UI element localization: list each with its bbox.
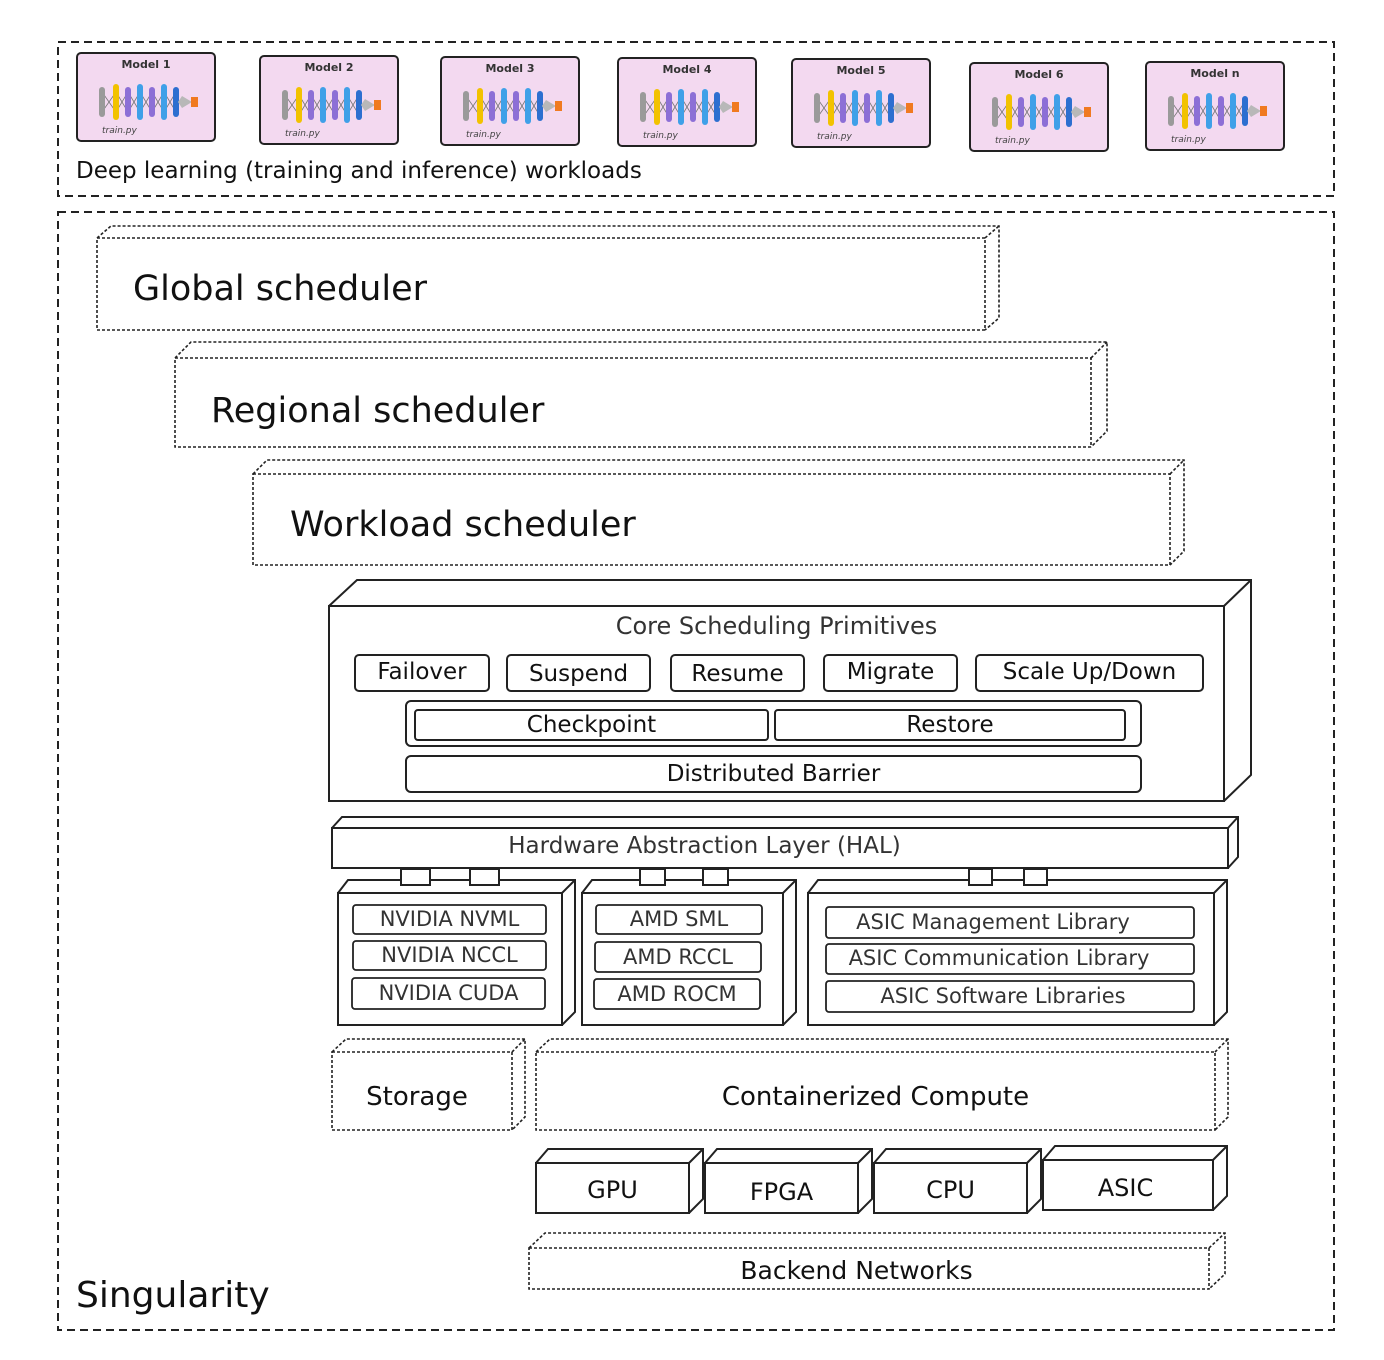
device-gpu: GPU	[587, 1176, 638, 1204]
barrier-frame	[405, 755, 1142, 793]
barrier-label: Distributed Barrier	[666, 761, 881, 787]
neural-network-icon	[969, 62, 1109, 152]
primitive-scale: Scale Up/Down	[1002, 659, 1177, 685]
nvidia-nvml: NVIDIA NVML	[379, 907, 520, 931]
amd-box	[581, 879, 797, 1026]
gpu-box	[535, 1148, 704, 1214]
hal-connectors	[400, 868, 1048, 886]
asic-communication-library: ASIC Communication Library	[848, 946, 1150, 970]
compute-box	[535, 1038, 1229, 1131]
model-file: train.py	[1171, 135, 1206, 145]
fpga-box	[704, 1148, 873, 1214]
restore-frame	[774, 709, 1126, 741]
workloads-label: Deep learning (training and inference) w…	[76, 158, 642, 184]
workload-scheduler-label: Workload scheduler	[290, 505, 636, 545]
model-name: Model 3	[485, 62, 535, 75]
model-card: Model 1 train.py	[76, 52, 216, 142]
neural-network-icon	[617, 57, 757, 147]
global-scheduler-box	[96, 225, 1000, 331]
model-card: Model 3 train.py	[440, 56, 580, 146]
primitive-suspend: Suspend	[528, 661, 629, 687]
model-name: Model 2	[304, 61, 354, 74]
model-card: Model 5 train.py	[791, 58, 931, 148]
networks-label: Backend Networks	[740, 1256, 973, 1285]
model-file: train.py	[817, 132, 852, 142]
device-asic: ASIC	[1097, 1174, 1154, 1202]
restore-label: Restore	[906, 712, 994, 738]
nvidia-cuda: NVIDIA CUDA	[378, 981, 519, 1005]
workload-scheduler-box	[252, 459, 1185, 566]
storage-box	[331, 1038, 526, 1131]
model-name: Model 1	[121, 58, 171, 71]
singularity-container	[57, 211, 1335, 1331]
storage-label: Storage	[366, 1082, 468, 1112]
model-name: Model 4	[662, 63, 712, 76]
primitive-failover: Failover	[377, 659, 467, 685]
networks-box	[528, 1232, 1226, 1290]
cpu-box	[873, 1148, 1042, 1214]
neural-network-icon	[76, 52, 216, 142]
neural-network-icon	[791, 58, 931, 148]
model-file: train.py	[995, 136, 1030, 146]
hal-box	[331, 816, 1239, 869]
asic-device-box	[1042, 1145, 1228, 1211]
checkpoint-restore-group	[405, 700, 1142, 747]
primitives-box	[328, 579, 1252, 802]
asic-software-libraries: ASIC Software Libraries	[880, 984, 1126, 1008]
nvidia-nccl: NVIDIA NCCL	[381, 943, 518, 967]
hal-label: Hardware Abstraction Layer (HAL)	[508, 833, 901, 859]
system-name: Singularity	[76, 1275, 270, 1316]
asic-management-library: ASIC Management Library	[856, 910, 1130, 934]
amd-sml: AMD SML	[629, 907, 729, 931]
checkpoint-frame	[414, 709, 769, 741]
primitive-resume: Resume	[691, 661, 784, 687]
primitive-migrate: Migrate	[846, 659, 935, 685]
amd-rocm: AMD ROCM	[617, 982, 737, 1006]
amd-rccl: AMD RCCL	[623, 945, 733, 969]
regional-scheduler-box	[174, 341, 1108, 448]
neural-network-icon	[259, 55, 399, 145]
nvidia-box	[337, 879, 576, 1026]
regional-scheduler-label: Regional scheduler	[211, 391, 545, 431]
model-card: Model n train.py	[1145, 61, 1285, 151]
model-card: Model 4 train.py	[617, 57, 757, 147]
model-file: train.py	[466, 130, 501, 140]
neural-network-icon	[1145, 61, 1285, 151]
model-file: train.py	[102, 126, 137, 136]
device-cpu: CPU	[926, 1176, 975, 1204]
vendor-library-frames	[351, 904, 1195, 1013]
primitive-buttons	[354, 654, 1204, 692]
workloads-container	[57, 41, 1335, 197]
primitives-title: Core Scheduling Primitives	[615, 612, 938, 640]
neural-network-icon	[440, 56, 580, 146]
model-card: Model 2 train.py	[259, 55, 399, 145]
model-name: Model n	[1190, 67, 1240, 80]
global-scheduler-label: Global scheduler	[133, 269, 428, 309]
compute-label: Containerized Compute	[721, 1082, 1030, 1112]
model-file: train.py	[643, 131, 678, 141]
model-name: Model 6	[1014, 68, 1064, 81]
device-fpga: FPGA	[749, 1178, 814, 1206]
model-file: train.py	[285, 129, 320, 139]
checkpoint-label: Checkpoint	[526, 712, 657, 738]
asic-lib-box	[807, 879, 1228, 1026]
model-name: Model 5	[836, 64, 886, 77]
model-card: Model 6 train.py	[969, 62, 1109, 152]
